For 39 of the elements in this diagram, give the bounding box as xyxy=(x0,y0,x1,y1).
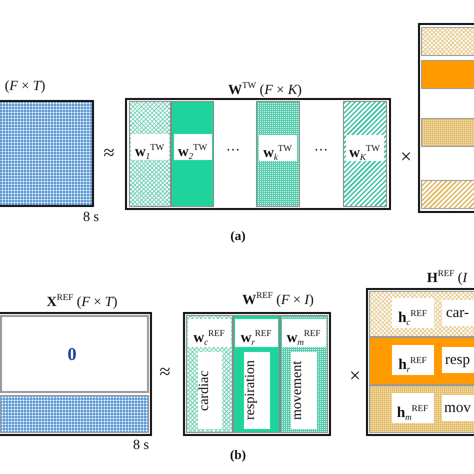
matrix-column xyxy=(233,315,280,433)
matrix-title: (F × T) xyxy=(4,78,46,96)
matrix-column xyxy=(280,315,328,433)
multiply-symbol: × xyxy=(399,146,413,168)
matrix-column xyxy=(343,101,387,207)
matrix-title: W$^{REF}$ (F × I) xyxy=(241,289,315,306)
approx-symbol: ≈ xyxy=(102,141,116,165)
matrix-row xyxy=(421,180,474,209)
matrix-row xyxy=(369,291,474,337)
matrix-title: W$^{TW}$ (F × K) xyxy=(227,79,303,96)
component-label: movement xyxy=(290,352,316,428)
component-label: car- xyxy=(442,300,474,326)
matrix-title: X$^{REF}$ (F × T) xyxy=(46,291,118,308)
duration-label: 8 s xyxy=(132,438,150,454)
component-label: resp xyxy=(442,346,474,372)
matrix-column xyxy=(129,101,171,207)
matrix-column xyxy=(256,101,300,207)
matrix-box xyxy=(418,23,474,213)
approx-symbol: ≈ xyxy=(158,360,172,384)
matrix-row xyxy=(421,27,474,56)
component-label: cardiac xyxy=(198,352,222,428)
component-label: mov xyxy=(442,394,474,420)
matrix-column xyxy=(186,315,233,433)
component-label: respiration xyxy=(244,352,270,428)
matrix-row xyxy=(369,385,474,433)
matrix-row xyxy=(421,118,474,147)
matrix-block xyxy=(0,315,149,393)
panel-label: (a) xyxy=(229,227,247,245)
matrix-block xyxy=(0,395,149,433)
multiply-symbol: × xyxy=(348,365,362,387)
zero-label: 0 xyxy=(66,343,78,366)
ellipsis: ⋯ xyxy=(313,142,329,160)
duration-label: 8 s xyxy=(82,210,100,226)
matrix-row xyxy=(421,60,474,89)
matrix-row xyxy=(369,337,474,385)
matrix-column xyxy=(171,101,214,207)
ellipsis: ⋯ xyxy=(225,142,241,160)
panel-label: (b) xyxy=(229,446,247,464)
matrix-title: H$^{REF}$ (I xyxy=(426,267,469,284)
